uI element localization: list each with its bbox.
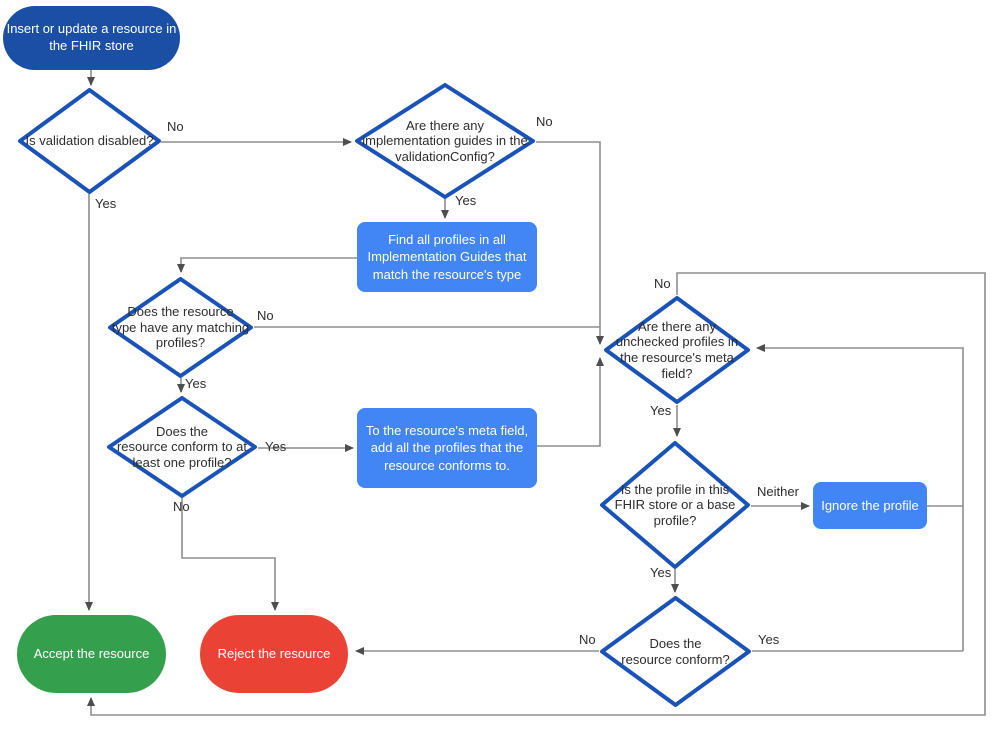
edge-label-matching-yes: Yes	[185, 376, 207, 391]
diamond-shape-icon	[600, 596, 751, 707]
edge-label-profile-yes: Yes	[650, 565, 672, 580]
decision-unchecked-profiles-label: Are there any unchecked profiles in the …	[615, 318, 739, 381]
diamond-shape-icon	[600, 441, 750, 569]
edge-label-unchecked-yes: Yes	[650, 403, 672, 418]
decision-profile-in-store: Is the profile in this FHIR store or a b…	[600, 441, 750, 569]
diamond-shape-icon	[604, 296, 750, 404]
edge-label-conform-yes: Yes	[758, 632, 780, 647]
edge-label-conforms-no: No	[173, 499, 190, 514]
diamond-shape-icon	[18, 88, 161, 194]
process-ignore-profile-label: Ignore the profile	[821, 497, 919, 513]
edge-unchecked-no-to-accept	[87, 272, 986, 716]
process-add-profiles-label: To the resource's meta field, add all th…	[365, 422, 529, 473]
process-ignore-profile: Ignore the profile	[813, 482, 927, 529]
edge-label-profile-neither: Neither	[757, 484, 799, 499]
terminator-accept-label: Accept the resource	[33, 645, 150, 661]
terminator-reject-label: Reject the resource	[217, 645, 331, 661]
process-find-profiles-label: Find all profiles in all Implementation …	[367, 231, 527, 282]
process-find-profiles: Find all profiles in all Implementation …	[357, 222, 537, 292]
terminator-start: Insert or update a resource in the FHIR …	[3, 6, 180, 70]
terminator-start-label: Insert or update a resource in the FHIR …	[6, 21, 177, 53]
terminator-reject: Reject the resource	[200, 615, 348, 693]
decision-profile-in-store-label: Is the profile in this FHIR store or a b…	[614, 481, 736, 528]
terminator-accept: Accept the resource	[17, 615, 166, 693]
decision-conforms-one-label: Does the resource conform to at least on…	[116, 423, 248, 470]
decision-conforms-one: Does the resource conform to at least on…	[107, 396, 257, 498]
edge-guides-no-to-unchecked	[536, 141, 604, 345]
edge-label-conforms-yes: Yes	[265, 439, 287, 454]
diamond-shape-icon	[108, 277, 253, 378]
edge-conforms-no-to-reject	[181, 498, 279, 611]
diamond-shape-icon	[107, 396, 257, 498]
edge-findprofiles-to-matching	[177, 257, 357, 273]
decision-validation-disabled: Is validation disabled?	[18, 88, 161, 194]
edge-label-conform-no: No	[579, 632, 596, 647]
edge-label-unchecked-no: No	[654, 276, 671, 291]
edge-loop-to-unchecked	[756, 344, 964, 651]
decision-resource-conform-label: Does the resource conform?	[621, 635, 730, 667]
diamond-shape-icon	[355, 83, 535, 199]
edge-label-validation-no: No	[167, 119, 184, 134]
decision-implementation-guides: Are there any implementation guides in t…	[355, 83, 535, 199]
edge-label-guides-yes: Yes	[455, 193, 477, 208]
edge-label-matching-no: No	[257, 308, 274, 323]
edge-label-guides-no: No	[536, 114, 553, 129]
decision-validation-disabled-label: Is validation disabled?	[25, 133, 154, 149]
decision-resource-conform: Does the resource conform?	[600, 596, 751, 707]
decision-matching-profiles: Does the resource type have any matching…	[108, 277, 253, 378]
decision-unchecked-profiles: Are there any unchecked profiles in the …	[604, 296, 750, 404]
decision-implementation-guides-label: Are there any implementation guides in t…	[362, 117, 528, 164]
edge-addprofiles-to-unchecked	[537, 357, 604, 447]
edge-label-validation-yes: Yes	[95, 196, 117, 211]
decision-matching-profiles-label: Does the resource type have any matching…	[111, 304, 250, 351]
process-add-profiles: To the resource's meta field, add all th…	[357, 408, 537, 488]
